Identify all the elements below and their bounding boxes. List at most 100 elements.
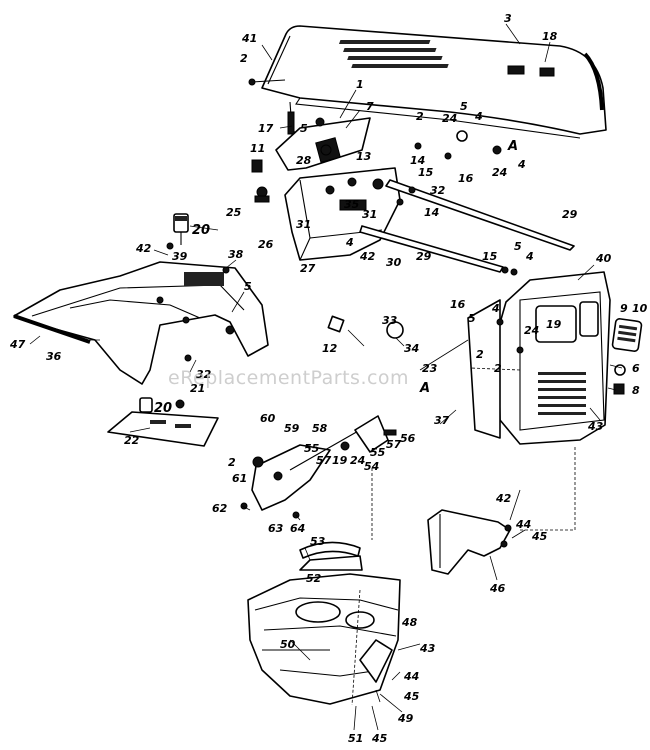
watermark: eReplacementParts.com [168,367,409,389]
grille-nose [467,271,611,445]
fender [13,261,269,385]
callout-15: 15 [418,166,434,179]
callout-44: 44 [403,670,419,683]
callout-32: 32 [196,368,212,381]
callout-33: 33 [382,314,398,327]
linkage-rods [359,179,575,276]
callout-26: 26 [258,238,274,251]
axle-bracket [427,509,512,575]
callout-5: 5 [460,100,468,113]
callout-40: 40 [595,252,612,265]
callout-38: 38 [228,248,244,261]
callout-51: 51 [348,732,363,745]
callout-59: 59 [284,422,300,435]
callout-46: 46 [489,582,506,595]
callout-39: 39 [172,250,188,263]
callout-15: 15 [482,250,498,263]
callout-42: 42 [495,492,512,505]
callout-4: 4 [525,250,534,263]
callout-52: 52 [306,572,322,585]
callout-45: 45 [371,732,388,745]
callout-24: 24 [524,324,539,337]
callout-2: 2 [416,110,424,123]
callout-A: A [507,139,518,154]
callout-30: 30 [386,256,402,269]
callout-24: 24 [350,454,365,467]
callout-14: 14 [424,206,439,219]
callout-42: 42 [135,242,152,255]
callout-16: 16 [450,298,466,311]
callout-63: 63 [268,522,284,535]
callout-18: 18 [542,30,558,43]
callout-20: 20 [154,401,172,416]
callout-36: 36 [46,350,62,363]
callout-31: 31 [296,218,311,231]
callout-4: 4 [474,110,483,123]
callout-48: 48 [401,616,418,629]
callout-55: 55 [370,446,386,459]
callout-27: 27 [300,262,316,275]
callout-45: 45 [531,530,548,543]
callout-2: 2 [228,456,236,469]
callout-22: 22 [124,434,140,447]
callout-61: 61 [232,472,247,485]
callout-62: 62 [212,502,228,515]
callout-34: 34 [404,342,419,355]
callout-9: 9 [620,302,628,315]
hardware [166,117,524,548]
callout-7: 7 [366,100,374,113]
callout-32: 32 [430,184,446,197]
callout-3: 3 [504,12,512,25]
callout-2: 2 [240,52,248,65]
callout-44: 44 [515,518,531,531]
callout-19: 19 [332,454,348,467]
callout-41: 41 [241,32,257,45]
callout-45: 45 [403,690,420,703]
callout-56: 56 [400,432,416,445]
callout-4: 4 [345,236,354,249]
callout-50: 50 [280,638,296,651]
callout-5: 5 [468,312,476,325]
callout-54: 54 [364,460,379,473]
callout-5: 5 [514,240,522,253]
callout-labels: 3 18 41 2 1 7 17 5 2 24 5 4 A 4 24 15 16… [9,12,648,745]
dash-panel [275,117,371,171]
callout-58: 58 [312,422,328,435]
callout-43: 43 [587,420,604,433]
callout-4: 4 [491,302,500,315]
callout-42: 42 [359,250,376,263]
hood [261,25,607,139]
callout-47: 47 [9,338,26,351]
callout-5: 5 [244,280,252,293]
callout-21: 21 [190,382,205,395]
callout-4: 4 [517,158,526,171]
callout-1: 1 [356,78,364,91]
control-bracket [251,415,397,511]
fuel-cap-upper [173,213,189,245]
callout-55: 55 [304,442,320,455]
callout-2: 2 [494,362,502,375]
callout-10: 10 [632,302,648,315]
callout-8: 8 [632,384,640,397]
headlight [611,318,643,395]
callout-57: 57 [316,454,332,467]
foot-plate [107,397,219,447]
callout-60: 60 [260,412,276,425]
steering-bracket [284,167,401,261]
callout-A: A [419,381,430,396]
callout-16: 16 [458,172,474,185]
callout-24: 24 [442,112,457,125]
callout-43: 43 [419,642,436,655]
callout-49: 49 [397,712,414,725]
callout-28: 28 [296,154,312,167]
callout-31: 31 [362,208,377,221]
leader-lines [29,23,623,731]
callout-14: 14 [410,154,425,167]
callout-29: 29 [416,250,432,263]
callout-25: 25 [226,206,242,219]
callout-5: 5 [300,122,308,135]
callout-29: 29 [562,208,578,221]
callout-11: 11 [250,142,265,155]
callout-6: 6 [632,362,640,375]
